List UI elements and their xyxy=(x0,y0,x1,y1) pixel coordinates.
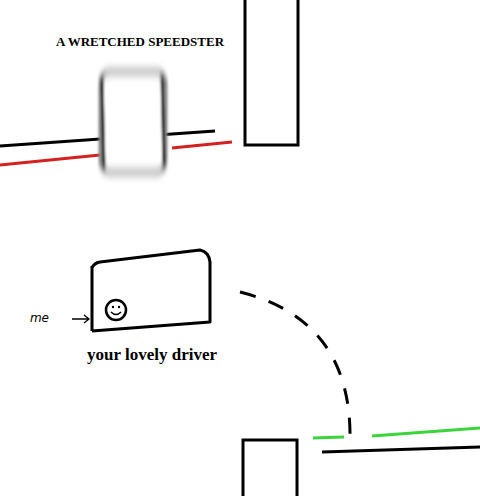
smiley-face xyxy=(106,300,126,320)
car-caption: A WRETCHED SPEEDSTER xyxy=(56,35,224,49)
lane-line xyxy=(322,447,480,452)
green-lane-mark xyxy=(372,428,480,436)
red-lane-mark xyxy=(0,155,100,165)
green-lane-mark xyxy=(313,437,344,438)
pointer-arrow xyxy=(72,315,89,323)
car-caption: your lovely driver xyxy=(87,346,217,365)
turn-path xyxy=(240,292,350,440)
building xyxy=(245,0,298,145)
red-lane-mark xyxy=(172,142,232,148)
speedster-car xyxy=(101,72,165,172)
pointer-label: me xyxy=(30,312,49,325)
driver-car xyxy=(92,250,210,331)
building xyxy=(243,440,297,496)
